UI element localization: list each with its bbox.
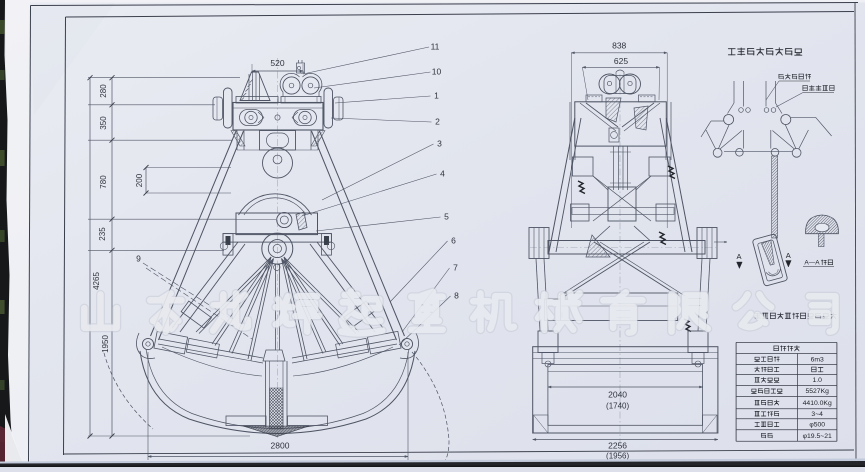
svg-text:A: A	[786, 251, 791, 260]
svg-text:φ500: φ500	[809, 422, 825, 429]
svg-text:2800: 2800	[271, 441, 290, 451]
svg-text:(1740): (1740)	[606, 402, 629, 411]
svg-text:4: 4	[440, 169, 445, 179]
svg-text:9: 9	[136, 254, 141, 264]
svg-text:350: 350	[99, 116, 108, 130]
svg-text:7: 7	[453, 263, 458, 273]
svg-text:4265: 4265	[92, 272, 101, 290]
svg-text:2256: 2256	[608, 441, 627, 451]
svg-text:200: 200	[135, 173, 144, 187]
svg-text:3: 3	[437, 139, 442, 149]
svg-text:6: 6	[451, 236, 456, 246]
svg-text:625: 625	[614, 56, 628, 66]
svg-text:1950: 1950	[101, 335, 110, 353]
svg-text:A: A	[736, 252, 741, 261]
svg-text:2: 2	[435, 117, 440, 127]
svg-text:φ19.5~21: φ19.5~21	[803, 433, 832, 440]
svg-text:(1956): (1956)	[606, 452, 629, 461]
svg-text:5527Kg: 5527Kg	[805, 388, 829, 395]
svg-text:10: 10	[432, 67, 442, 77]
svg-text:235: 235	[98, 227, 107, 241]
svg-text:2040: 2040	[608, 390, 627, 400]
svg-text:A—A: A—A	[804, 260, 820, 267]
svg-text:1: 1	[434, 91, 439, 101]
svg-text:280: 280	[99, 84, 108, 98]
svg-text:5: 5	[444, 212, 449, 222]
svg-text:11: 11	[431, 42, 440, 52]
svg-text:520: 520	[270, 58, 284, 68]
svg-text:780: 780	[99, 175, 108, 189]
svg-text:4410.0Kg: 4410.0Kg	[803, 400, 832, 407]
svg-text:8: 8	[454, 291, 459, 301]
svg-text:6m3: 6m3	[811, 356, 824, 363]
svg-text:838: 838	[612, 41, 626, 51]
svg-text:1.0: 1.0	[812, 377, 822, 384]
svg-text:3~4: 3~4	[811, 411, 823, 418]
